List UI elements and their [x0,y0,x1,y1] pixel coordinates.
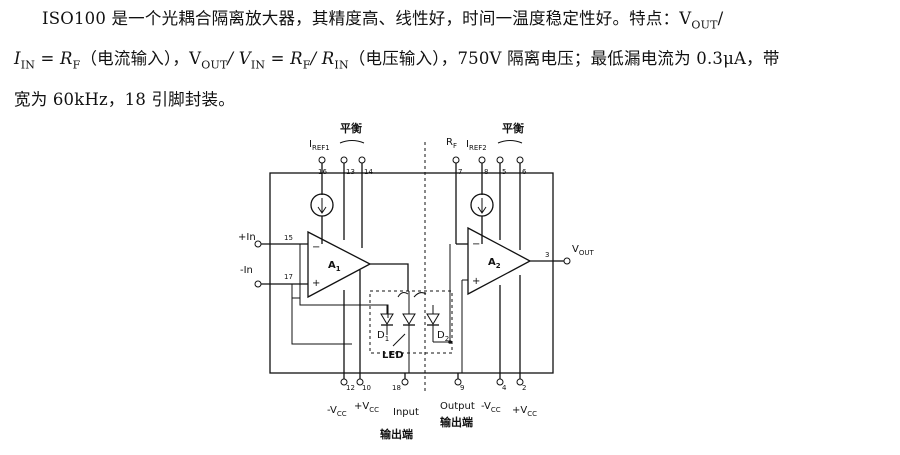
balance-left-label: 平衡 [340,121,362,135]
pin-14: 14 [358,156,373,248]
svg-text:+: + [312,278,320,289]
input-plus: +In 15 [238,232,308,248]
svg-text:A2: A2 [488,257,501,270]
pin-8: 8 [478,156,488,195]
svg-text:16: 16 [318,168,327,176]
description-line-3: 宽为 60kHz，18 引脚封装。 [14,89,235,109]
svg-text:14: 14 [364,168,373,176]
photodiode-d1: D1 [377,305,394,343]
plus-vcc-right-label: +VCC [512,405,537,418]
output-label: Output [440,401,475,412]
input-minus: -In 17 [240,265,308,288]
svg-text:5: 5 [502,168,506,176]
svg-text:−: − [472,239,480,250]
svg-text:+In: +In [238,232,256,243]
balance-right-label: 平衡 [502,121,524,135]
pin-9: 9 [454,373,464,392]
svg-text:12: 12 [346,384,355,392]
svg-text:3: 3 [545,251,549,259]
svg-text:−: − [312,242,320,253]
pin-7: 7 [452,156,462,244]
description-line-2: IIN = RF（电流输入），VOUT/ VIN = RF/ RIN（电压输入）… [14,49,780,72]
pin-4: 4 [496,285,507,392]
svg-text:8: 8 [484,168,488,176]
minus-vcc-left-label: -VCC [327,405,347,418]
svg-text:LED: LED [382,350,404,361]
svg-text:6: 6 [522,168,527,176]
plus-vcc-left-label: +VCC [354,401,379,414]
led-emitter: LED [382,291,427,373]
minus-vcc-right-label: -VCC [481,401,501,414]
svg-text:18: 18 [392,384,401,392]
balance-left-brace [339,140,365,144]
pin-6: 6 [516,156,527,250]
iref1-label: IREF1 [309,139,330,152]
output-end-cn-right: 输出端 [440,415,473,429]
svg-text:15: 15 [284,234,293,242]
input-label: Input [393,407,419,418]
svg-text:4: 4 [502,384,507,392]
rf-label: RF [446,137,457,150]
output-vout: 3 VOUT [545,244,594,265]
current-source-left [310,193,334,244]
svg-text:D1: D1 [377,330,389,343]
svg-text:13: 13 [346,168,355,176]
svg-text:+: + [472,276,480,287]
optocoupler-region [369,290,453,354]
current-source-right [470,193,494,244]
svg-text:-In: -In [240,265,253,276]
pin-10: 10 [356,270,371,392]
description-text: ISO100 是一个光耦合隔离放大器，其精度高、线性好，时间一温度稳定性好。特点… [14,2,888,117]
photodiode-d2: D2 [426,305,449,343]
amplifier-a2: − + A2 [467,226,532,296]
svg-text:2: 2 [522,384,526,392]
pin-13: 13 [340,156,355,240]
iref2-label: IREF2 [466,139,487,152]
pin-2: 2 [516,275,526,392]
output-end-cn-left: 输出端 [380,427,413,441]
pin-5: 5 [496,156,506,240]
svg-text:7: 7 [458,168,462,176]
amplifier-a1: − + A1 [307,230,372,299]
svg-text:D2: D2 [437,330,449,343]
balance-right-brace [497,140,523,144]
description-line-1: ISO100 是一个光耦合隔离放大器，其精度高、线性好，时间一温度稳定性好。特点… [42,9,724,32]
svg-text:9: 9 [460,384,464,392]
pin-12: 12 [340,290,355,392]
pin-18: 18 [392,373,409,392]
svg-text:17: 17 [284,273,293,281]
pin-16: 16 [318,156,327,195]
svg-text:A1: A1 [328,260,341,273]
package-outline [269,172,554,374]
svg-text:VOUT: VOUT [572,244,594,257]
svg-text:10: 10 [362,384,371,392]
